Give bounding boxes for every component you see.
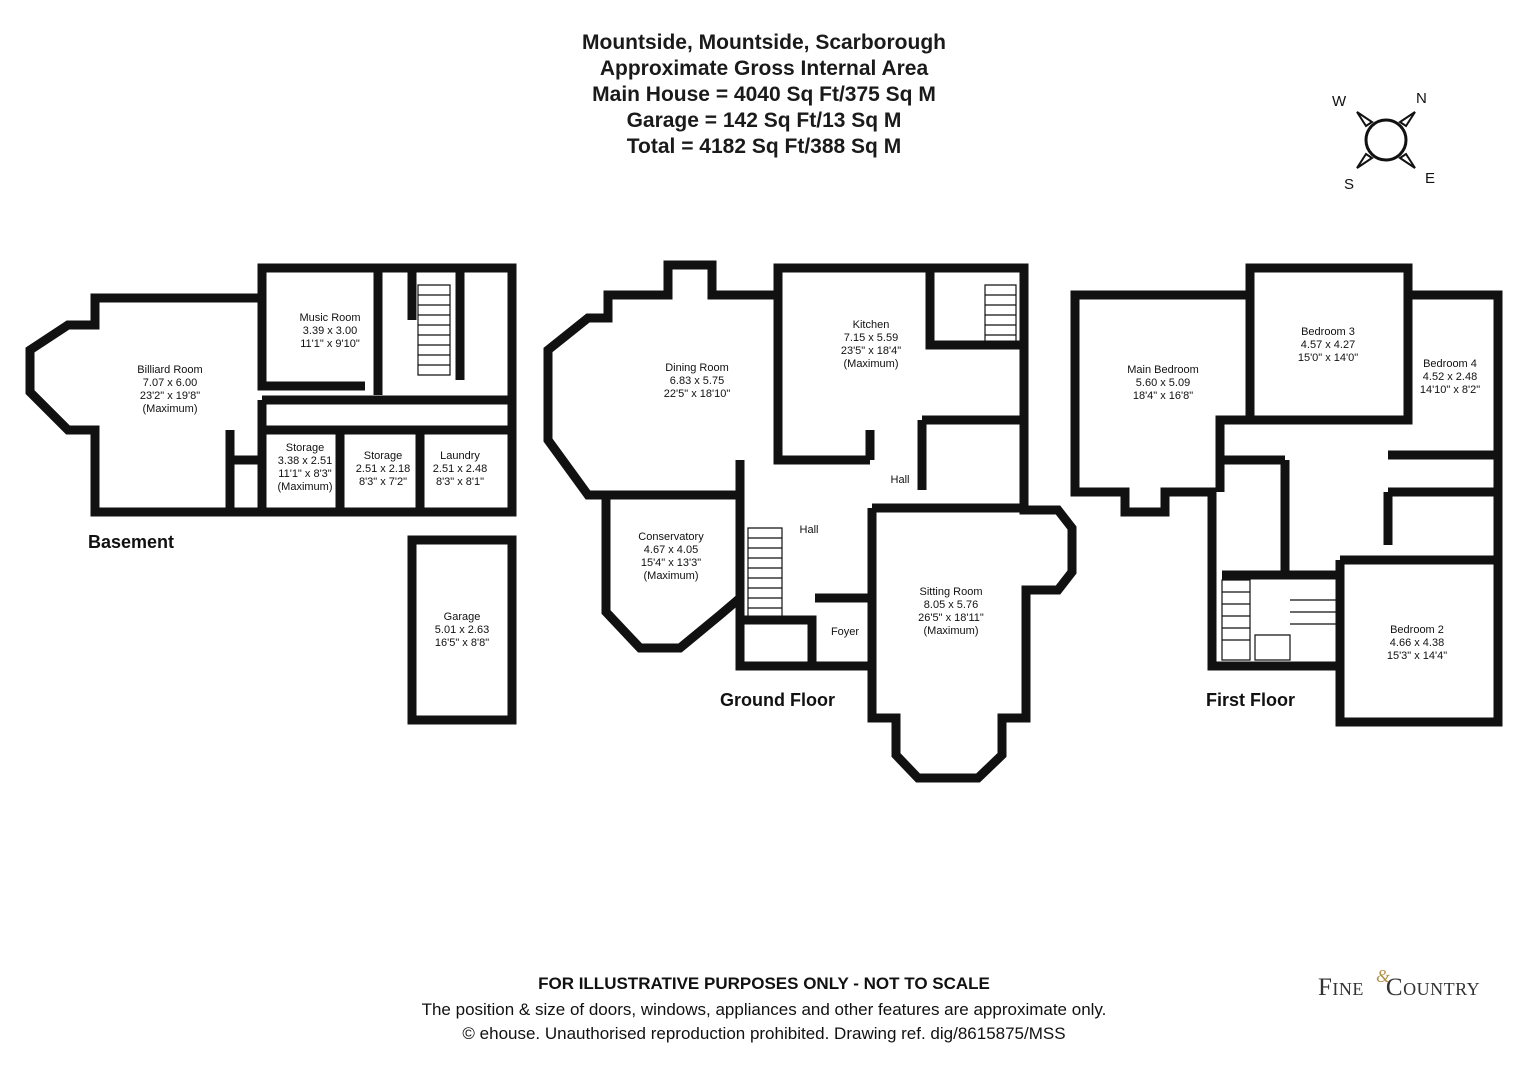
room-laundry: Laundry 2.51 x 2.48 8'3" x 8'1" [433, 450, 487, 489]
total-area: Total = 4182 Sq Ft/388 Sq M [626, 135, 902, 158]
room-billiard: Billiard Room 7.07 x 6.00 23'2" x 19'8" … [137, 364, 202, 416]
compass-w-label: W [1332, 93, 1347, 110]
first-floor-label: First Floor [1206, 690, 1295, 710]
compass-n-label: N [1416, 90, 1427, 107]
first-stairs [1221, 579, 1340, 661]
first-walls [1215, 295, 1498, 666]
main-house-area: Main House = 4040 Sq Ft/375 Sq M [592, 83, 936, 106]
ground-walls [606, 268, 1024, 718]
room-note: (Maximum) [277, 481, 333, 493]
room-bedroom-2: Bedroom 2 4.66 x 4.38 15'3" x 14'4" [1387, 624, 1447, 663]
room-imperial: 23'5" x 18'4" [840, 345, 902, 357]
room-name: Bedroom 4 [1423, 358, 1477, 370]
ground-floor-label: Ground Floor [720, 690, 835, 710]
room-hall-ground: Hall [800, 524, 819, 537]
room-foyer: Foyer [831, 626, 859, 639]
header: Mountside, Mountside, Scarborough Approx… [0, 30, 1528, 160]
logo-ampersand: & [1376, 966, 1391, 986]
room-imperial: 26'5" x 18'11" [918, 612, 984, 624]
area-heading: Approximate Gross Internal Area [599, 57, 929, 80]
room-name: Main Bedroom [1127, 364, 1199, 376]
basement-walls [225, 268, 512, 512]
room-imperial: 22'5" x 18'10" [663, 388, 731, 400]
room-bedroom-4: Bedroom 4 4.52 x 2.48 14'10" x 8'2" [1420, 358, 1480, 397]
room-name: Sitting Room [919, 586, 983, 598]
room-conservatory: Conservatory 4.67 x 4.05 15'4" x 13'3" (… [638, 531, 703, 583]
room-imperial: 23'2" x 19'8" [139, 390, 201, 402]
garage-outline [407, 535, 517, 725]
room-metric: 2.51 x 2.48 [432, 463, 488, 475]
room-metric: 3.39 x 3.00 [302, 325, 358, 337]
room-music: Music Room 3.39 x 3.00 11'1" x 9'10" [299, 312, 360, 351]
room-metric: 6.83 x 5.75 [669, 375, 725, 387]
room-name: Hall [799, 524, 819, 536]
room-imperial: 15'0" x 14'0" [1297, 352, 1359, 364]
garage-area: Garage = 142 Sq Ft/13 Sq M [626, 109, 902, 132]
room-metric: 4.52 x 2.48 [1422, 371, 1478, 383]
room-metric: 3.38 x 2.51 [277, 455, 333, 467]
room-metric: 4.67 x 4.05 [643, 544, 699, 556]
room-hall-rear: Hall [891, 474, 910, 487]
room-metric: 5.60 x 5.09 [1135, 377, 1191, 389]
room-imperial: 16'5" x 8'8" [434, 637, 490, 649]
room-metric: 8.05 x 5.76 [923, 599, 979, 611]
room-name: Bedroom 3 [1301, 326, 1355, 338]
room-name: Conservatory [638, 531, 704, 543]
room-name: Hall [890, 474, 910, 486]
room-metric: 5.01 x 2.63 [434, 624, 490, 636]
room-name: Storage [285, 442, 325, 454]
room-name: Music Room [299, 312, 361, 324]
room-note: (Maximum) [923, 625, 979, 637]
room-main-bedroom: Main Bedroom 5.60 x 5.09 18'4" x 16'8" [1127, 364, 1199, 403]
room-imperial: 15'3" x 14'4" [1386, 650, 1448, 662]
room-metric: 7.15 x 5.59 [843, 332, 899, 344]
room-metric: 4.66 x 4.38 [1389, 637, 1445, 649]
room-note: (Maximum) [843, 358, 899, 370]
compass-rose-icon [1356, 111, 1416, 169]
room-name: Garage [443, 611, 481, 623]
room-dining: Dining Room 6.83 x 5.75 22'5" x 18'10" [664, 362, 730, 401]
room-name: Bedroom 2 [1390, 624, 1444, 636]
ground-stairs [747, 527, 783, 621]
room-name: Billiard Room [137, 364, 203, 376]
room-kitchen: Kitchen 7.15 x 5.59 23'5" x 18'4" (Maxim… [841, 319, 901, 371]
disclaimer: FOR ILLUSTRATIVE PURPOSES ONLY - NOT TO … [0, 974, 1528, 1048]
room-imperial: 11'1" x 8'3" [278, 468, 332, 480]
logo-country: Country [1385, 974, 1481, 1001]
room-metric: 2.51 x 2.18 [355, 463, 411, 475]
room-imperial: 18'4" x 16'8" [1132, 390, 1194, 402]
room-metric: 4.57 x 4.27 [1300, 339, 1356, 351]
room-note: (Maximum) [142, 403, 198, 415]
room-imperial: 15'4" x 13'3" [640, 557, 702, 569]
room-storage-1: Storage 3.38 x 2.51 11'1" x 8'3" (Maximu… [278, 442, 333, 494]
property-title: Mountside, Mountside, Scarborough [582, 31, 946, 54]
room-garage: Garage 5.01 x 2.63 16'5" x 8'8" [435, 611, 489, 650]
basement-label: Basement [88, 532, 175, 552]
room-imperial: 11'1" x 9'10" [300, 338, 360, 350]
basement-outline [25, 263, 517, 517]
room-imperial: 8'3" x 8'1" [435, 476, 485, 488]
room-imperial: 14'10" x 8'2" [1419, 384, 1481, 396]
room-name: Storage [363, 450, 403, 462]
room-metric: 7.07 x 6.00 [142, 377, 198, 389]
room-imperial: 8'3" x 7'2" [358, 476, 408, 488]
logo-fine: Fine [1318, 974, 1364, 1001]
room-name: Laundry [440, 450, 480, 462]
room-note: (Maximum) [643, 570, 699, 582]
room-bedroom-3: Bedroom 3 4.57 x 4.27 15'0" x 14'0" [1298, 326, 1358, 365]
disclaimer-heading: FOR ILLUSTRATIVE PURPOSES ONLY - NOT TO … [538, 974, 990, 993]
basement-stairs [417, 284, 451, 376]
compass-e-label: E [1425, 170, 1436, 187]
compass-s-label: S [1344, 176, 1355, 193]
room-storage-2: Storage 2.51 x 2.18 8'3" x 7'2" [356, 450, 410, 489]
disclaimer-text: The position & size of doors, windows, a… [421, 1000, 1107, 1019]
room-name: Foyer [830, 626, 860, 638]
room-name: Dining Room [665, 362, 729, 374]
fine-country-logo: Fine Country & [1318, 966, 1481, 1002]
room-sitting: Sitting Room 8.05 x 5.76 26'5" x 18'11" … [918, 586, 984, 638]
copyright-text: © ehouse. Unauthorised reproduction proh… [462, 1024, 1066, 1043]
room-name: Kitchen [852, 319, 890, 331]
kitchen-stairs [984, 284, 1017, 346]
